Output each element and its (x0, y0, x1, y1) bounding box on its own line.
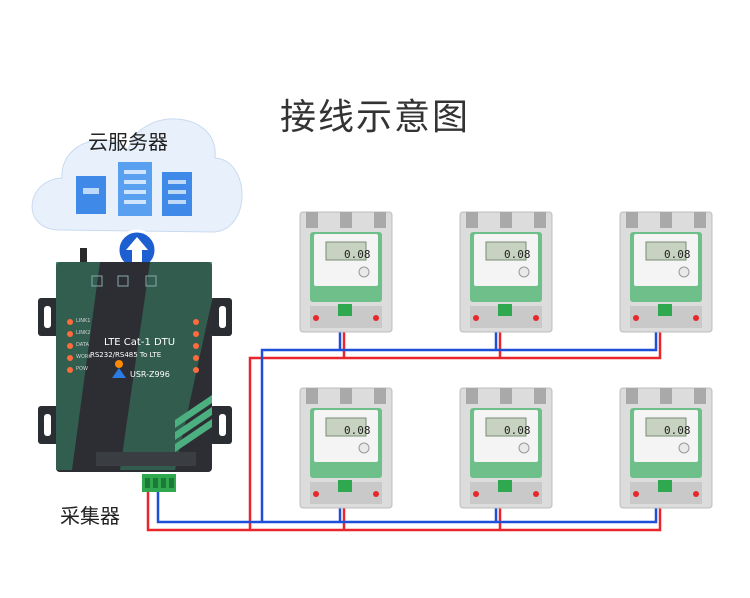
collector-label: 采集器 (60, 504, 120, 528)
meter-1 (299, 211, 393, 333)
page-title: 接线示意图 (279, 97, 470, 138)
dtu-model-line1: LTE Cat-1 DTU (104, 337, 176, 348)
server-icon (76, 162, 192, 216)
meter-2 (459, 211, 553, 333)
cloud-server-label: 云服务器 (88, 130, 168, 154)
dtu-model-name: USR-Z996 (130, 370, 170, 379)
meter-1-value: 0.08 (344, 248, 371, 261)
meter-6-value: 0.08 (664, 424, 691, 437)
led-label: LINK1 (76, 318, 91, 324)
led-label: POW (76, 366, 88, 372)
meter-3-value: 0.08 (664, 248, 691, 261)
led-label: LINK2 (76, 330, 91, 336)
dtu-device (38, 248, 232, 492)
meter-5 (459, 387, 553, 509)
led-label: WORK (76, 354, 92, 360)
meter-4-value: 0.08 (344, 424, 371, 437)
wire-red (146, 330, 662, 532)
meter-4 (299, 387, 393, 509)
dtu-model-line2: RS232/RS485 To LTE (90, 351, 162, 359)
led-label: DATA (76, 342, 89, 348)
meter-displays: 0.08 0.08 0.08 0.08 0.08 0.08 (344, 248, 691, 437)
meter-2-value: 0.08 (504, 248, 531, 261)
meter-3 (619, 211, 713, 333)
meter-6 (619, 387, 713, 509)
meter-5-value: 0.08 (504, 424, 531, 437)
